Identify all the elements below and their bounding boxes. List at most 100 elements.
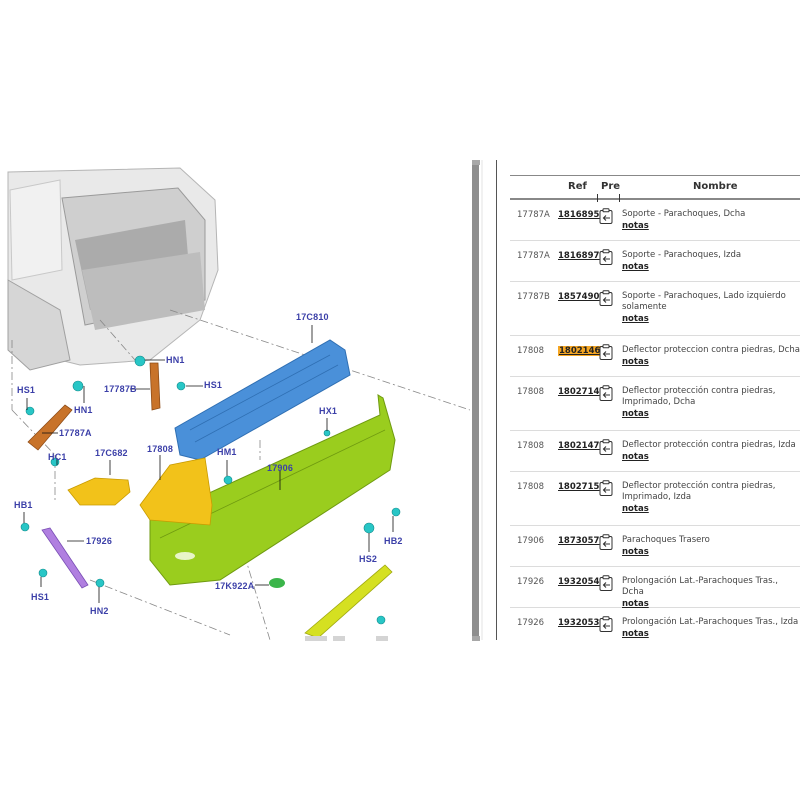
notes-link[interactable]: notas <box>622 262 649 272</box>
callout-hm1[interactable]: HM1 <box>217 447 237 457</box>
part-ref-link[interactable]: 1816897 <box>558 251 600 261</box>
panel-splitter-scrollbar[interactable] <box>472 160 479 640</box>
callout-hc1[interactable]: HC1 <box>48 452 67 462</box>
vehicle-body-illustration <box>7 167 219 371</box>
column-divider <box>619 194 620 202</box>
table-row[interactable]: 17787B 1857490 Soporte - Parachoques, La… <box>510 282 800 336</box>
scrollbar-cap-top <box>472 160 480 165</box>
part-ref-link[interactable]: 1932054 <box>558 577 600 587</box>
part-description: Prolongación Lat.-Parachoques Tras., Izd… <box>622 617 800 640</box>
divider-line <box>481 160 483 640</box>
part-name: Prolongación Lat.-Parachoques Tras., Izd… <box>622 617 799 627</box>
part-name: Soporte - Parachoques, Dcha <box>622 209 746 219</box>
table-row[interactable]: 17906 1873057 Parachoques Trasero notas <box>510 526 800 567</box>
table-row[interactable]: 17926 1932054 Prolongación Lat.-Parachoq… <box>510 567 800 610</box>
callout-17906[interactable]: 17906 <box>267 463 294 473</box>
part-name: Soporte - Parachoques, Lado izquierdo so… <box>622 291 786 312</box>
clipboard-arrow-icon[interactable] <box>599 575 613 591</box>
diagram-illustration <box>7 167 470 640</box>
column-header-pre[interactable]: Pre <box>601 181 621 192</box>
callout-17926[interactable]: 17926 <box>86 536 113 546</box>
table-row[interactable]: 17808 1802147 Deflector protección contr… <box>510 431 800 472</box>
part-name: Deflector proteccion contra piedras, Dch… <box>622 345 800 355</box>
part-description: Soporte - Parachoques, Lado izquierdo so… <box>622 291 800 325</box>
part-description: Deflector protección contra piedras, Izd… <box>622 440 800 463</box>
table-row[interactable]: 17808 1802714 Deflector protección contr… <box>510 377 800 431</box>
scroll-marker <box>376 636 388 641</box>
clipboard-arrow-icon[interactable] <box>599 290 613 306</box>
callout-17808[interactable]: 17808 <box>147 444 174 454</box>
part-code: 17787A <box>517 210 550 220</box>
column-header-nombre[interactable]: Nombre <box>693 181 738 192</box>
scrollbar-cap-bottom <box>472 636 480 641</box>
callout-17787b[interactable]: 17787B <box>104 384 137 394</box>
part-ref-link[interactable]: 1802714 <box>558 387 600 397</box>
part-ref-link[interactable]: 1932053 <box>558 618 600 628</box>
part-code: 17808 <box>517 441 545 451</box>
notes-link[interactable]: notas <box>622 629 649 639</box>
part-name: Prolongación Lat.-Parachoques Tras., Dch… <box>622 576 778 597</box>
notes-link[interactable]: notas <box>622 357 649 367</box>
table-row[interactable]: 17787A 1816895 Soporte - Parachoques, Dc… <box>510 200 800 241</box>
clipboard-arrow-icon[interactable] <box>599 534 613 550</box>
notes-link[interactable]: notas <box>622 452 649 462</box>
table-row[interactable]: 17808 1802715 Deflector protección contr… <box>510 472 800 526</box>
callout-hn1[interactable]: HN1 <box>166 355 185 365</box>
part-ref-link[interactable]: 1857490 <box>558 292 600 302</box>
scroll-marker <box>305 636 327 641</box>
part-code: 17926 <box>517 577 545 587</box>
callout-17c682[interactable]: 17C682 <box>95 448 128 458</box>
clipboard-arrow-icon[interactable] <box>599 208 613 224</box>
parts-table: Ref Pre Nombre 17787A 1816895 Soporte - … <box>510 175 800 640</box>
notes-link[interactable]: notas <box>622 504 649 514</box>
table-row[interactable]: 17787A 1816897 Soporte - Parachoques, Iz… <box>510 241 800 282</box>
part-code: 17906 <box>517 536 545 546</box>
part-description: Prolongación Lat.-Parachoques Tras., Dch… <box>622 576 800 610</box>
part-code: 17787A <box>517 251 550 261</box>
callout-hb1[interactable]: HB1 <box>14 500 33 510</box>
clipboard-arrow-icon[interactable] <box>599 480 613 496</box>
callout-17c810[interactable]: 17C810 <box>296 312 329 322</box>
part-name: Deflector protección contra piedras, Imp… <box>622 481 776 502</box>
clipboard-arrow-icon[interactable] <box>599 385 613 401</box>
part-code: 17808 <box>517 346 545 356</box>
notes-link[interactable]: notas <box>622 599 649 609</box>
part-description: Deflector protección contra piedras, Imp… <box>622 481 800 515</box>
scroll-marker <box>333 636 345 641</box>
notes-link[interactable]: notas <box>622 547 649 557</box>
part-code: 17787B <box>517 292 550 302</box>
part-description: Parachoques Trasero notas <box>622 535 800 558</box>
part-name: Deflector protección contra piedras, Imp… <box>622 386 776 407</box>
part-ref-link[interactable]: 1802715 <box>558 482 600 492</box>
part-name: Soporte - Parachoques, Izda <box>622 250 742 260</box>
table-row[interactable]: 17926 1932053 Prolongación Lat.-Parachoq… <box>510 608 800 640</box>
clipboard-arrow-icon[interactable] <box>599 439 613 455</box>
clipboard-arrow-icon[interactable] <box>599 249 613 265</box>
part-ref-link[interactable]: 1873057 <box>558 536 600 546</box>
callout-hs2[interactable]: HS2 <box>359 554 378 564</box>
callout-hs1[interactable]: HS1 <box>17 385 36 395</box>
callout-hs1[interactable]: HS1 <box>204 380 223 390</box>
callout-hx1[interactable]: HX1 <box>319 406 338 416</box>
table-row[interactable]: 17808 1802146 Deflector proteccion contr… <box>510 336 800 377</box>
column-header-ref[interactable]: Ref <box>568 181 587 192</box>
callout-hs1[interactable]: HS1 <box>31 592 50 602</box>
part-name: Deflector protección contra piedras, Izd… <box>622 440 796 450</box>
part-description: Deflector protección contra piedras, Imp… <box>622 386 800 420</box>
notes-link[interactable]: notas <box>622 409 649 419</box>
notes-link[interactable]: notas <box>622 221 649 231</box>
callout-hn1[interactable]: HN1 <box>74 405 93 415</box>
callout-hb2[interactable]: HB2 <box>384 536 403 546</box>
part-code: 17808 <box>517 387 545 397</box>
part-ref-link[interactable]: 1816895 <box>558 210 600 220</box>
clipboard-arrow-icon[interactable] <box>599 344 613 360</box>
clipboard-arrow-icon[interactable] <box>599 616 613 632</box>
callout-hn2[interactable]: HN2 <box>90 606 109 616</box>
part-ref-link[interactable]: 1802147 <box>558 441 600 451</box>
notes-link[interactable]: notas <box>622 314 649 324</box>
part-code: 17926 <box>517 618 545 628</box>
callout-17k922a[interactable]: 17K922A <box>215 581 255 591</box>
callout-17787a[interactable]: 17787A <box>59 428 92 438</box>
part-ref-link[interactable]: 1802146 <box>558 346 602 356</box>
part-description: Soporte - Parachoques, Izda notas <box>622 250 800 273</box>
